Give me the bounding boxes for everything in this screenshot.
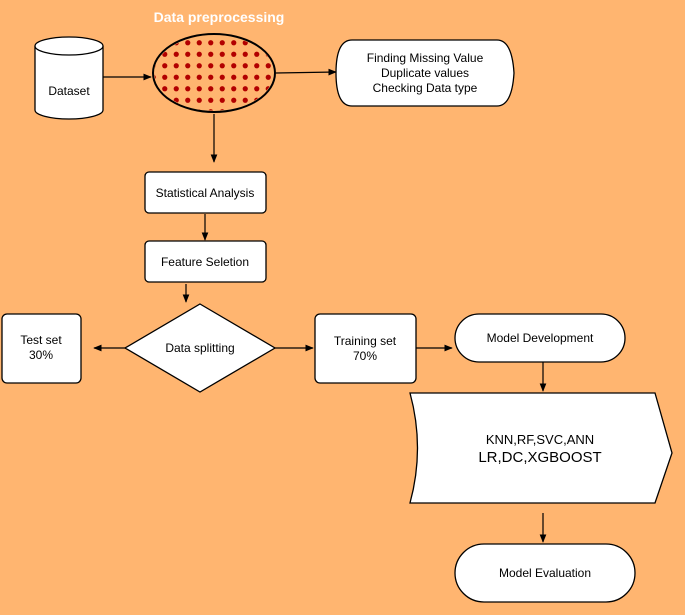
checks-line-2: Duplicate values (381, 66, 469, 80)
checks-line-3: Checking Data type (373, 81, 478, 95)
preprocessing-checks-node: Finding Missing Value Duplicate values C… (335, 39, 515, 107)
data-splitting-decision: Data splitting (123, 303, 277, 393)
dataset-cylinder: Dataset (34, 36, 104, 120)
model-evaluation-node: Model Evaluation (454, 543, 636, 603)
models-line-2: LR,DC,XGBOOST (478, 449, 601, 466)
training-set-percent: 70% (353, 349, 377, 363)
statistical-analysis-node: Statistical Analysis (144, 171, 267, 214)
models-line-1: KNN,RF,SVC,ANN (486, 432, 594, 447)
statistical-analysis-label: Statistical Analysis (156, 186, 255, 200)
preprocessing-ellipse (152, 33, 276, 113)
checks-line-1: Finding Missing Value (367, 51, 484, 65)
data-splitting-label: Data splitting (165, 341, 234, 355)
feature-selection-label: Feature Seletion (161, 255, 249, 269)
test-set-percent: 30% (29, 348, 53, 362)
training-set-label: Training set (334, 334, 397, 348)
dataset-label: Dataset (48, 84, 90, 98)
test-set-label: Test set (20, 333, 62, 347)
model-development-node: Model Development (454, 313, 626, 363)
model-evaluation-label: Model Evaluation (499, 566, 591, 580)
diagram-title: Data preprocessing (154, 9, 285, 25)
feature-selection-node: Feature Seletion (144, 240, 267, 283)
model-development-label: Model Development (487, 331, 594, 345)
training-set-node: Training set 70% (314, 313, 417, 384)
models-node: KNN,RF,SVC,ANN LR,DC,XGBOOST (409, 392, 673, 504)
arrow-preprocessing-to-checks (275, 68, 337, 76)
test-set-node: Test set 30% (1, 313, 82, 384)
